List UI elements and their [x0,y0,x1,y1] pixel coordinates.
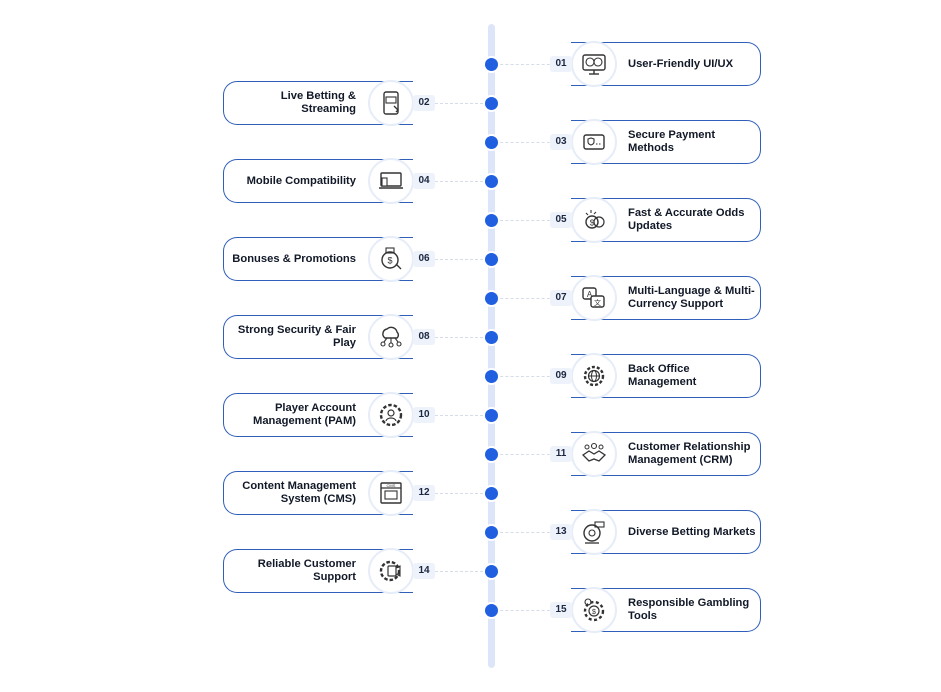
feature-label: Multi-Language & Multi-Currency Support [628,285,755,310]
step-number: 02 [413,95,435,111]
feature-icon-badge: $ [571,587,617,633]
step-number: 11 [550,446,572,462]
timeline-dot [485,213,498,227]
connector-line [430,181,488,182]
feature-icon-badge [571,41,617,87]
language-chat-icon: A文 [582,287,605,308]
feature-label: Strong Security & Fair Play [237,324,356,349]
svg-text:$: $ [387,256,392,266]
feature-label: Bonuses & Promotions [232,252,356,265]
betting-markets-icon [583,521,605,544]
feature-label: Live Betting & Streaming [280,90,356,115]
timeline-dot [485,96,498,110]
feature-label: Back Office Management [628,363,697,388]
feature-label: User-Friendly UI/UX [628,57,734,70]
timeline-dot [485,408,498,422]
timeline-dot [485,564,498,578]
ui-ux-monitor-icon [582,54,606,75]
connector-line [495,454,555,455]
handshake-icon [581,442,607,462]
step-number: 10 [413,407,435,423]
feature-icon-badge [571,353,617,399]
feature-label: Secure Payment Methods [628,129,716,154]
timeline-dot [485,486,498,500]
devices-icon [379,172,403,189]
timeline-spine [488,24,495,668]
connector-line [495,64,555,65]
svg-text:CMS: CMS [387,483,396,488]
step-number: 04 [413,173,435,189]
feature-icon-badge [368,392,414,438]
connector-line [495,532,555,533]
cloud-security-icon [380,326,402,348]
step-number: 03 [550,134,572,150]
connector-line [495,142,555,143]
step-number: 14 [413,563,435,579]
timeline-dot [485,291,498,305]
feature-label: Mobile Compatibility [246,174,356,187]
step-number: 13 [550,524,572,540]
timeline-dot [485,57,498,71]
connector-line [430,415,488,416]
step-number: 07 [550,290,572,306]
gear-user-icon [379,403,403,427]
feature-label: Responsible Gambling Tools [628,597,750,622]
feature-icon-badge [571,119,617,165]
feature-icon-badge [368,158,414,204]
connector-line [430,337,488,338]
step-number: 06 [413,251,435,267]
connector-line [430,259,488,260]
cms-window-icon: CMS [380,482,402,504]
step-number: 01 [550,56,572,72]
support-gear-icon [379,560,401,582]
svg-text:A: A [587,290,593,299]
svg-text:文: 文 [594,298,601,307]
step-number: 12 [413,485,435,501]
connector-line [495,298,555,299]
connector-line [495,610,555,611]
timeline-dot [485,135,498,149]
feature-label: Reliable Customer Support [257,558,356,583]
casino-chip-icon: $ [583,598,605,622]
feature-icon-badge [368,80,414,126]
timeline-dot [485,525,498,539]
timeline-dot [485,603,498,617]
gear-globe-icon [583,365,605,387]
feature-label: Customer Relationship Management (CRM) [628,441,751,466]
step-number: 09 [550,368,572,384]
step-number: 08 [413,329,435,345]
feature-icon-badge [571,431,617,477]
timeline-dot [485,252,498,266]
coins-update-icon: $ [585,210,605,229]
bet-phone-icon [383,91,399,115]
timeline-dot [485,369,498,383]
step-number: 15 [550,602,572,618]
connector-line [495,220,555,221]
feature-icon-badge [368,314,414,360]
timeline-dot [485,447,498,461]
timeline-dot [485,330,498,344]
feature-icon-badge [368,548,414,594]
timeline-dot [485,174,498,188]
feature-label: Content Management System (CMS) [242,480,356,505]
svg-text:$: $ [592,609,596,616]
svg-text:$: $ [590,219,595,228]
secure-card-icon [583,134,605,150]
feature-label: Fast & Accurate Odds Updates [628,207,745,232]
connector-line [430,103,488,104]
connector-line [430,571,488,572]
step-number: 05 [550,212,572,228]
connector-line [430,493,488,494]
feature-icon-badge: $ [368,236,414,282]
bonus-gift-icon: $ [381,247,402,270]
feature-label: Diverse Betting Markets [628,525,756,538]
feature-icon-badge: $ [571,197,617,243]
connector-line [495,376,555,377]
feature-icon-badge: CMS [368,470,414,516]
feature-icon-badge [571,509,617,555]
feature-label: Player Account Management (PAM) [253,402,356,427]
